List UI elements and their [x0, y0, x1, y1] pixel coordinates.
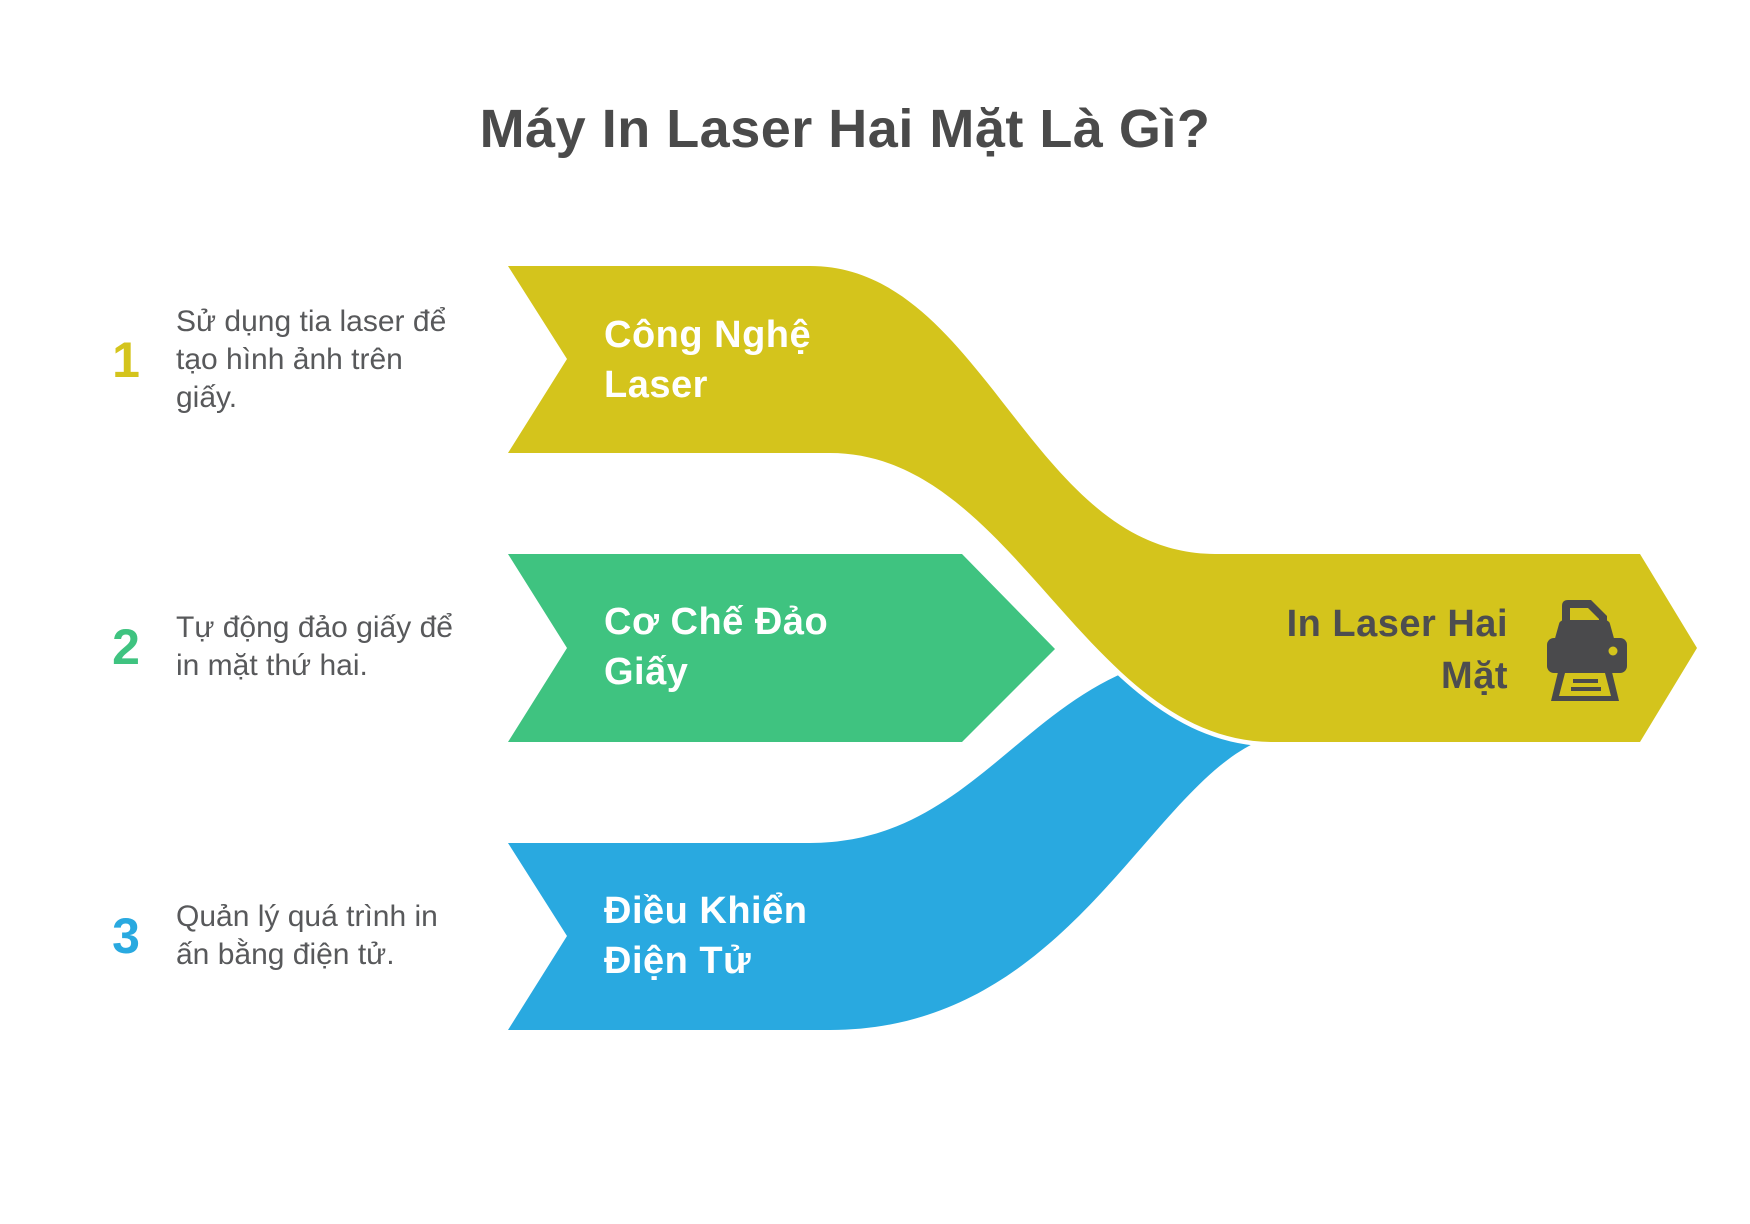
- step-2-description-line: in mặt thứ hai.: [176, 649, 368, 682]
- step-3-band-label: Điều Khiển Điện Tử: [604, 886, 1024, 986]
- printer-icon: [1547, 600, 1627, 701]
- step-1-band-label: Công Nghệ Laser: [604, 310, 1024, 410]
- step-1-band-label-line: Laser: [604, 364, 708, 406]
- printer-paper-out-inner: [1559, 673, 1611, 696]
- step-1-description-line: giấy.: [176, 381, 238, 414]
- result-label-line: In Laser Hai: [1286, 603, 1508, 645]
- result-label: In Laser Hai Mặt: [1100, 598, 1508, 702]
- step-2-band-label: Cơ Chế Đảo Giấy: [604, 597, 1024, 697]
- printer-indicator-light: [1608, 646, 1618, 656]
- printer-body: [1547, 638, 1627, 673]
- band-green-co-che: [499, 549, 1062, 747]
- step-1-band-label-line: Công Nghệ: [604, 314, 812, 356]
- step-3-description-line: ấn bằng điện tử.: [176, 938, 395, 971]
- step-1-description: Sử dụng tia laser để tạo hình ảnh trên g…: [176, 303, 476, 417]
- band-yellow-cong-nghe-and-result-arrow: [499, 261, 1703, 747]
- result-label-line: Mặt: [1441, 655, 1508, 697]
- step-2-description: Tự động đảo giấy để in mặt thứ hai.: [176, 609, 476, 685]
- step-3-band-label-line: Điện Tử: [604, 940, 752, 982]
- printer-paper-line-2: [1571, 687, 1601, 691]
- page-title: Máy In Laser Hai Mặt Là Gì?: [479, 99, 1211, 159]
- step-1-description-line: tạo hình ảnh trên: [176, 343, 403, 376]
- step-1-description-line: Sử dụng tia laser để: [176, 305, 447, 338]
- step-3-description: Quản lý quá trình in ấn bằng điện tử.: [176, 898, 476, 974]
- step-2-description-line: Tự động đảo giấy để: [176, 611, 453, 644]
- step-3-description-line: Quản lý quá trình in: [176, 900, 438, 933]
- step-2-band-label-line: Giấy: [604, 651, 689, 693]
- step-1-number: 1: [112, 332, 140, 388]
- printer-flange: [1554, 620, 1615, 642]
- printer-paper-line-1: [1573, 679, 1598, 683]
- step-3-number: 3: [112, 908, 140, 964]
- step-2-number: 2: [112, 619, 140, 675]
- step-2-band-label-line: Cơ Chế Đảo: [604, 601, 829, 643]
- step-3-band-label-line: Điều Khiển: [604, 890, 808, 932]
